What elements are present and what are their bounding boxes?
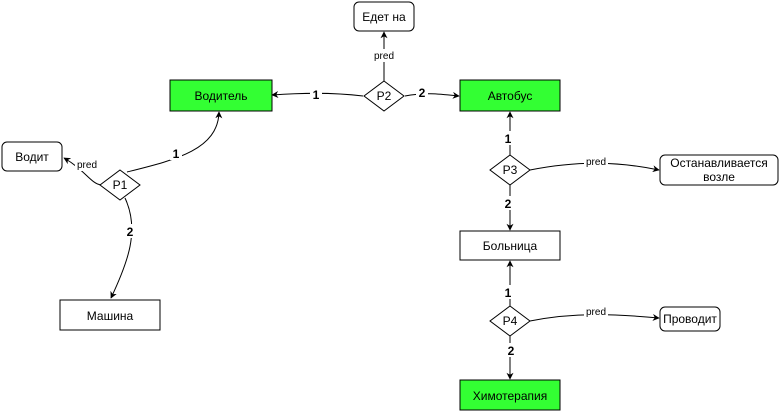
predicate-p2-label: P2	[377, 89, 392, 103]
entity-car-label: Машина	[87, 309, 134, 323]
label-bg	[372, 49, 396, 62]
edge-label-p1-1: 1	[173, 147, 180, 161]
entity-hospital-label: Больница	[483, 239, 538, 253]
label-bg	[310, 87, 322, 101]
label-bg	[584, 155, 608, 168]
predicate-p1-label: P1	[113, 178, 128, 192]
label-bg	[170, 146, 182, 160]
pred-value-ostanavlivaetsya[interactable]	[659, 154, 779, 186]
pred-value-vodit-label: Водит	[15, 150, 49, 164]
label-bg	[124, 224, 136, 238]
edge-p1-car	[110, 197, 133, 299]
edge-label-p4-2: 2	[508, 344, 515, 358]
edge-label-p2-1: 1	[313, 88, 320, 102]
label-bg	[584, 305, 608, 318]
entity-driver-label: Водитель	[194, 89, 247, 103]
edge-label-p2-2: 2	[419, 86, 426, 100]
entity-driver[interactable]	[169, 79, 273, 112]
entity-chemo-label: Химотерапия	[473, 389, 547, 403]
label-bg	[75, 158, 99, 171]
predicate-p4-label: P4	[503, 314, 518, 328]
label-bg	[505, 343, 517, 357]
pred-value-edet-na[interactable]	[353, 1, 415, 32]
edge-label-p1-2: 2	[127, 225, 134, 239]
label-bg	[502, 131, 514, 145]
edge-label-p3-2: 2	[505, 197, 512, 211]
edge-p2-bus	[404, 91, 460, 99]
label-bg	[416, 85, 428, 99]
edge-p1-driver	[126, 111, 223, 173]
entity-hospital[interactable]	[459, 230, 561, 261]
edge-label-p4-1: 1	[505, 286, 512, 300]
label-bg	[502, 196, 514, 210]
entity-chemo[interactable]	[459, 379, 561, 411]
edge-label-p2-pred: pred	[374, 51, 394, 62]
predicate-p1-diamond[interactable]	[99, 169, 141, 201]
predicate-p2-diamond[interactable]	[363, 80, 405, 112]
edge-p1-pred	[63, 157, 102, 186]
pred-value-ostanavlivaetsya-line1: Останавливается	[670, 156, 768, 170]
entity-bus-label: Автобус	[488, 89, 533, 103]
predicate-p3-diamond[interactable]	[489, 154, 531, 186]
edge-label-p3-1: 1	[505, 132, 512, 146]
pred-value-vodit[interactable]	[1, 141, 63, 172]
pred-value-ostanavlivaetsya-line2: возле	[703, 170, 735, 184]
entity-bus[interactable]	[459, 79, 561, 112]
edge-label-p1-pred: pred	[77, 160, 97, 171]
label-bg	[502, 285, 514, 299]
pred-value-edet-na-label: Едет на	[362, 10, 406, 24]
pred-value-provodit[interactable]	[659, 306, 721, 332]
predicate-p3-label: P3	[503, 163, 518, 177]
edge-label-p3-pred: pred	[586, 157, 606, 168]
entity-car[interactable]	[59, 299, 161, 331]
predicate-p4-diamond[interactable]	[489, 305, 531, 337]
pred-value-provodit-label: Проводит	[663, 312, 717, 326]
edge-label-p4-pred: pred	[586, 307, 606, 318]
